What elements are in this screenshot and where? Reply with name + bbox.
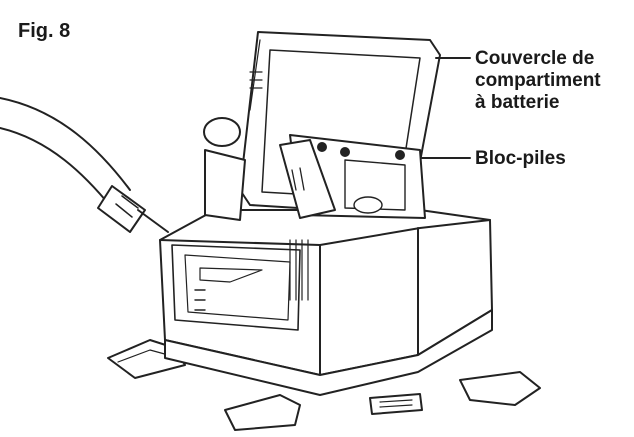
callout-cover-line1: Couvercle de: [475, 48, 595, 69]
hose: [0, 97, 169, 233]
figure-label: Fig. 8: [18, 20, 71, 42]
side-boss: [203, 117, 246, 221]
battery-pack-drawing: [279, 134, 426, 219]
callout-battery-pack: Bloc-piles: [475, 148, 566, 169]
callout-cover-line2: compartiment: [475, 70, 601, 91]
tool-body: [159, 209, 493, 396]
callout-cover-line3: à batterie: [475, 92, 560, 113]
callout-battery-cover: Couvercle de compartiment à batterie: [475, 48, 601, 114]
